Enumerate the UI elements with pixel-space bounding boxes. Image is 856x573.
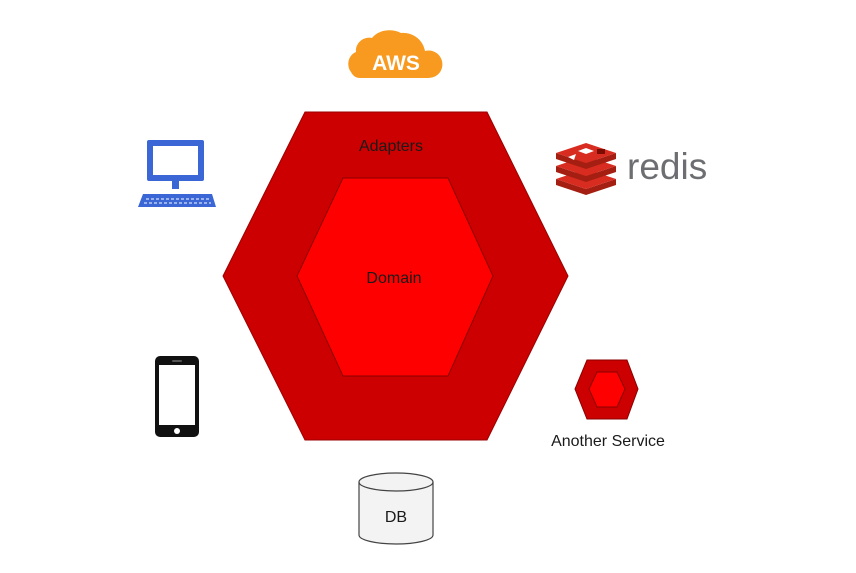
mobile-phone-icon [155, 356, 199, 437]
database-node: DB [358, 472, 434, 545]
aws-cloud-icon [348, 30, 443, 78]
redis-logo-text: redis [627, 146, 707, 187]
domain-label: Domain [366, 270, 421, 287]
aws-logo-text: AWS [372, 52, 420, 75]
database-label: DB [385, 509, 407, 526]
adapters-label: Adapters [359, 138, 423, 155]
database-cylinder-icon [358, 472, 434, 545]
aws-logo: AWS [348, 30, 443, 78]
another-service-node: Another Service [551, 359, 665, 450]
redis-logo: redis [556, 143, 707, 195]
desktop-computer-icon [138, 140, 216, 207]
another-service-label: Another Service [551, 433, 665, 450]
domain-hexagon [296, 177, 494, 377]
